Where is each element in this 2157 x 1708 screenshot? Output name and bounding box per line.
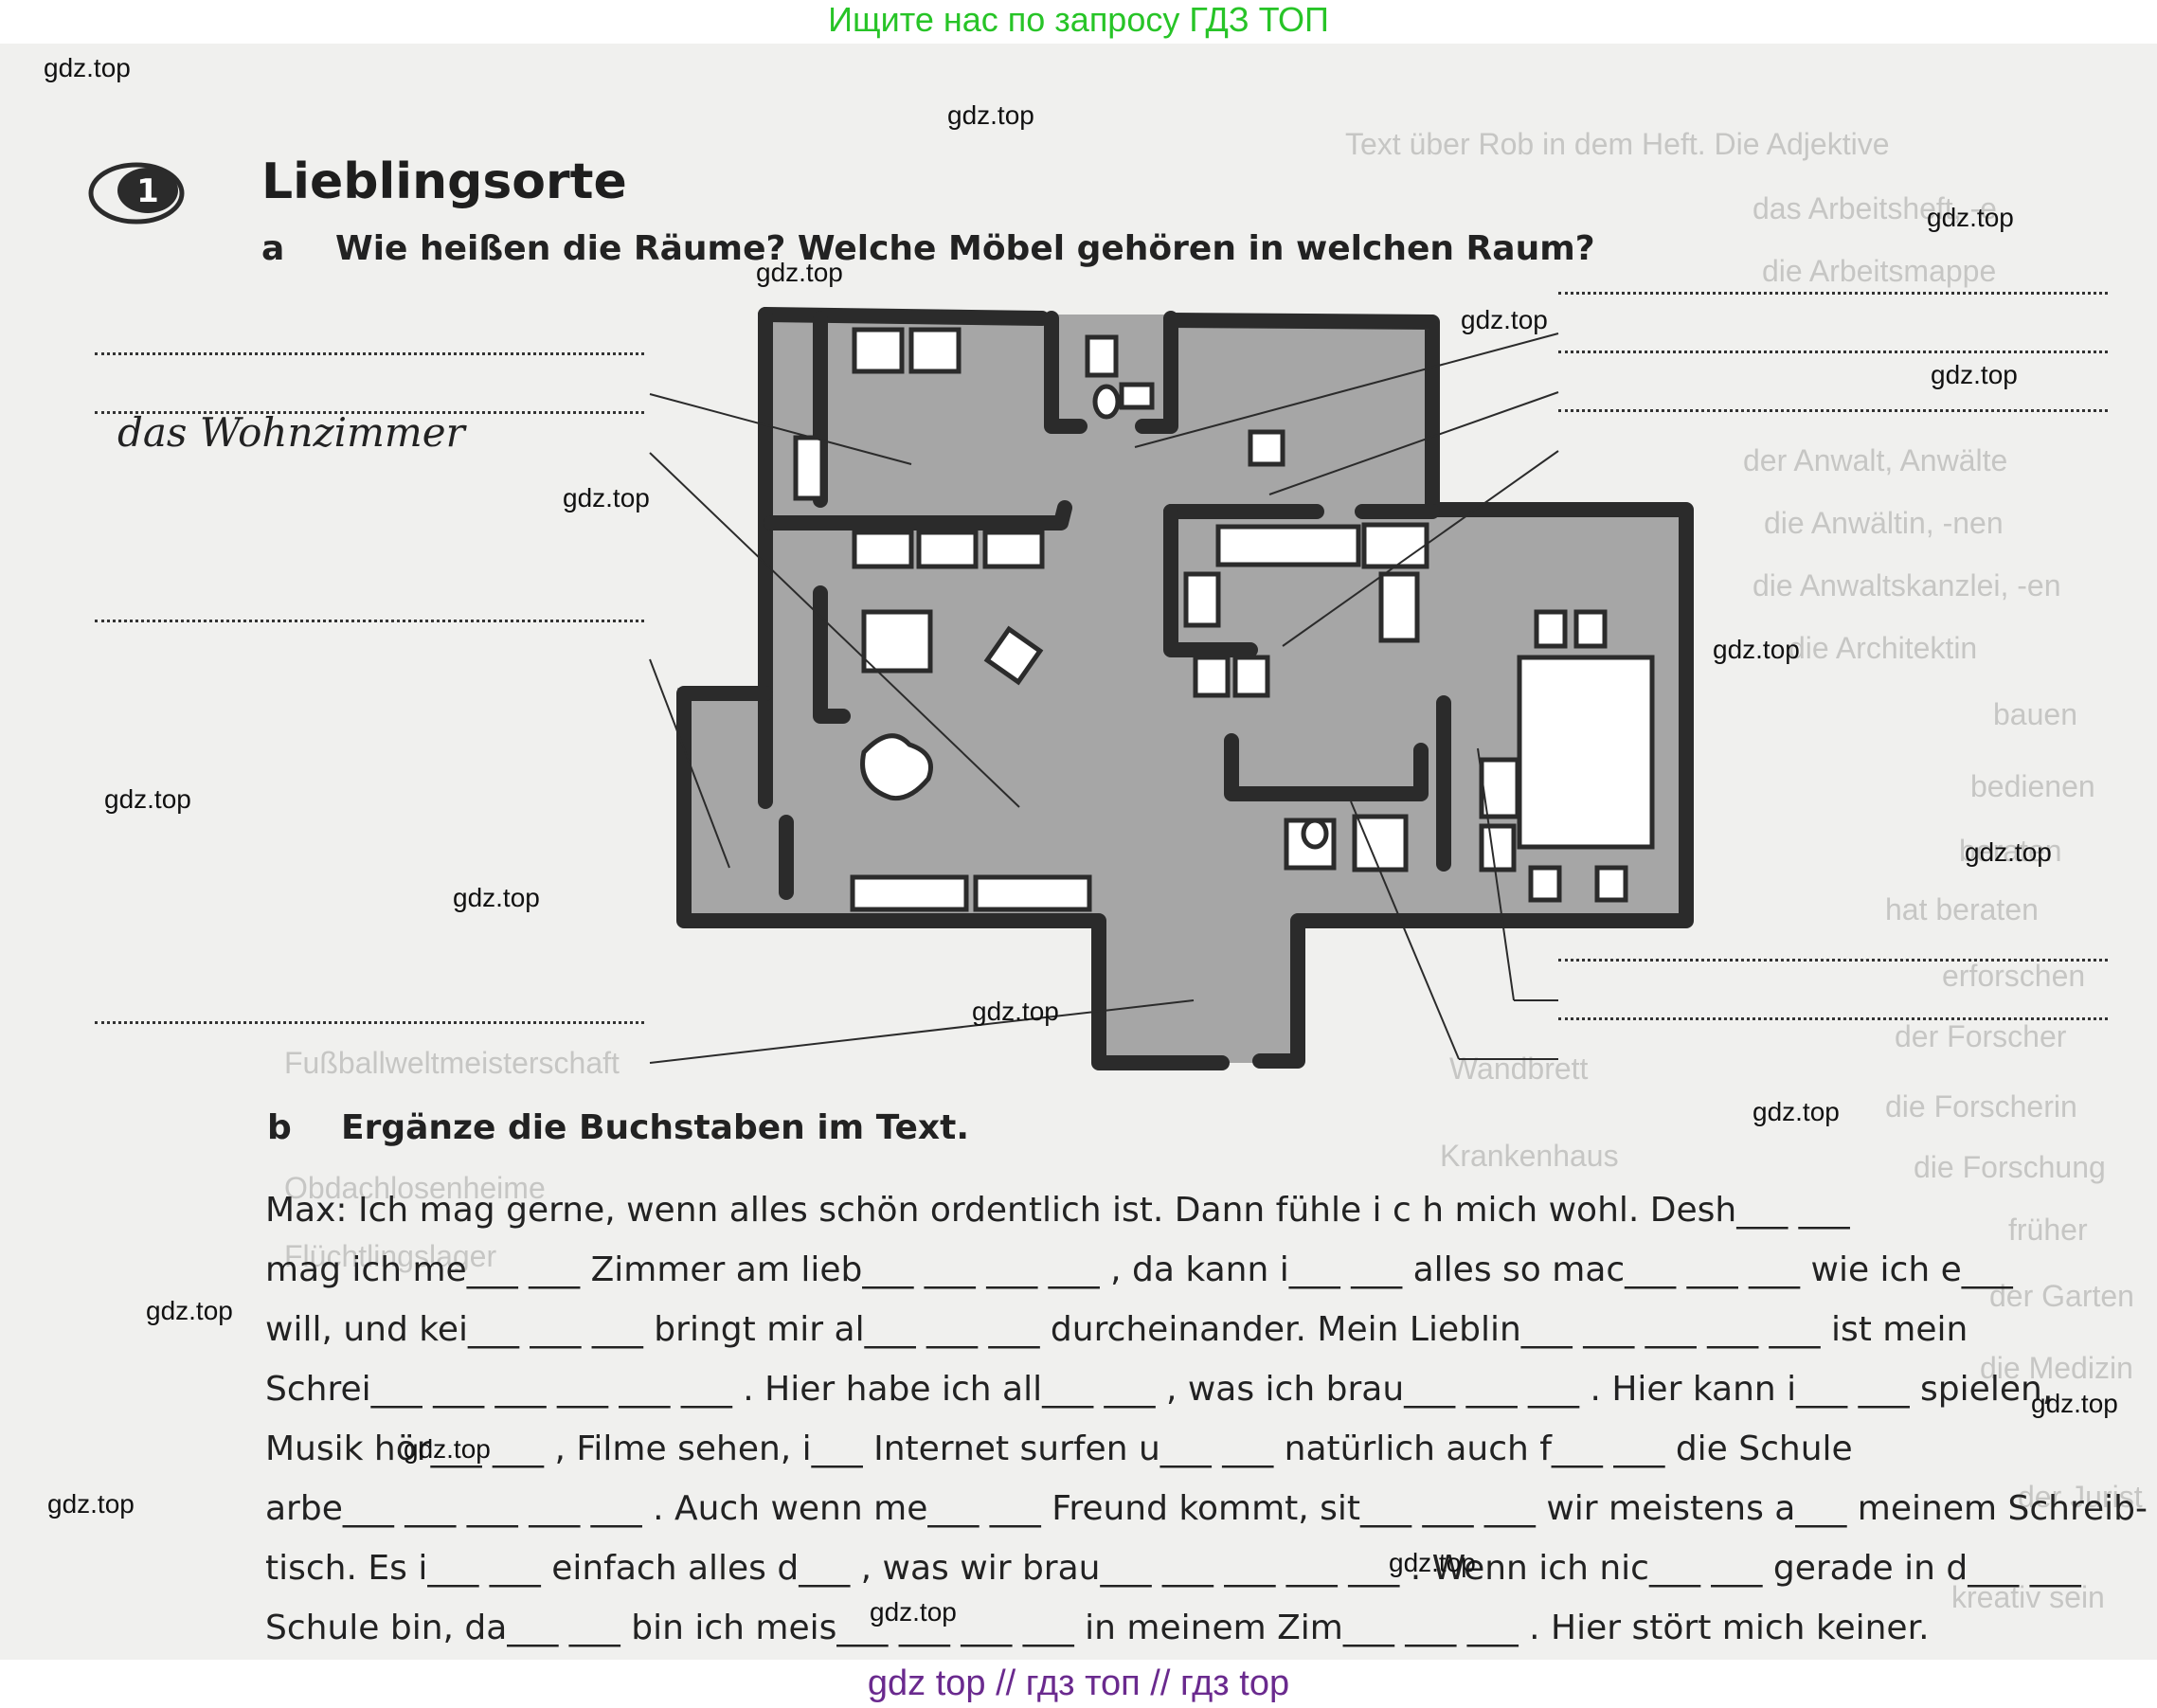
watermark: gdz.top [47, 1489, 135, 1519]
task-a-instruction: Wie heißen die Räume? Welche Möbel gehör… [335, 229, 1595, 268]
floor-plan [649, 307, 1694, 1070]
bleed-line: der Forscher [1895, 1019, 2067, 1053]
bleed-line: die Anwältin, -nen [1764, 506, 2004, 540]
bleed-line: die Arbeitsmappe [1762, 254, 1997, 288]
bottom-banner: gdz top // гдз топ // гдз top [867, 1663, 1290, 1703]
bleed-line: Flüchtlingslager [284, 1239, 497, 1273]
pointer-lines [649, 333, 1559, 1064]
text-line-7: tisch. Es i___ ___ einfach alles d___ , … [265, 1549, 2081, 1588]
bleed-line: beraten [1959, 834, 2062, 868]
bleed-line: Obdachlosenheime [284, 1171, 546, 1205]
watermark: gdz.top [1931, 360, 2018, 389]
bleed-line: der Jurist [2018, 1480, 2143, 1514]
watermark: gdz.top [1753, 1097, 1840, 1126]
bleed-line: erforschen [1942, 959, 2086, 993]
text-line-6: arbe___ ___ ___ ___ ___ . Auch wenn me__… [265, 1489, 2148, 1528]
watermark: gdz.top [1965, 837, 2052, 867]
text-line-5: Musik hör___ ___ , Filme sehen, i___ Int… [265, 1429, 1853, 1468]
text-line-2: mag ich me___ ___ Zimmer am lieb___ ___ … [265, 1250, 2013, 1289]
bleed-line: die Architektin [1789, 631, 1978, 665]
answer-line-left-1[interactable] [95, 352, 644, 355]
bleed-line: bedienen [1970, 769, 2095, 803]
bleed-line: bauen [1993, 697, 2077, 731]
task-b: b Ergänze die Buchstaben im Text. [267, 1108, 969, 1147]
task-b-letter: b [267, 1108, 292, 1147]
bleed-line: hat beraten [1885, 892, 2039, 926]
furniture [793, 327, 1655, 912]
handwritten-answer: das Wohnzimmer [117, 409, 465, 456]
watermark: gdz.top [1461, 305, 1548, 334]
task-b-instruction: Ergänze die Buchstaben im Text. [341, 1108, 969, 1147]
watermark: gdz.top [404, 1434, 491, 1464]
answer-line-left-2[interactable] [95, 411, 644, 414]
watermark: gdz.top [1713, 635, 1800, 664]
watermark: gdz.top [972, 997, 1059, 1026]
watermark: gdz.top [870, 1597, 957, 1627]
task-a-letter: a [261, 229, 285, 268]
watermark: gdz.top [146, 1296, 233, 1325]
bleed-line: kreativ sein [1951, 1580, 2105, 1614]
bleed-line: die Medizin [1980, 1351, 2133, 1385]
watermark: gdz.top [104, 784, 191, 814]
gap-fill-text: Max: Ich mag gerne, wenn alles schön ord… [265, 1180, 2148, 1658]
answer-line-left-4[interactable] [95, 1021, 644, 1024]
workbook-page: Text über Rob in dem Heft. Die Adjektive… [0, 44, 2157, 1660]
watermark: gdz.top [756, 258, 843, 287]
answer-line-right-2[interactable] [1558, 351, 2108, 353]
exercise-number-badge: 1 [88, 162, 185, 225]
task-a: a Wie heißen die Räume? Welche Möbel gehö… [261, 229, 1595, 268]
watermark: gdz.top [563, 483, 650, 512]
answer-line-right-1[interactable] [1558, 292, 2108, 295]
watermark: gdz.top [44, 53, 131, 82]
watermark: gdz.top [947, 100, 1034, 130]
bleed-line: die Anwaltskanzlei, -en [1753, 568, 2061, 602]
bleed-line: früher [2008, 1213, 2088, 1247]
answer-line-right-5[interactable] [1558, 1017, 2108, 1020]
bleed-line: die Forschung [1914, 1150, 2106, 1184]
bleed-line: das Arbeitsheft, -e [1753, 191, 1997, 225]
text-line-3: will, und kei___ ___ ___ bringt mir al__… [265, 1310, 1968, 1349]
bleed-line: Wandbrett [1449, 1052, 1589, 1086]
watermark: gdz.top [1927, 203, 2014, 232]
bleed-line: der Anwalt, Anwälte [1743, 443, 2008, 477]
bleed-line: Fußballweltmeisterschaft [284, 1046, 620, 1080]
text-line-4: Schrei___ ___ ___ ___ ___ ___ . Hier hab… [265, 1370, 2054, 1409]
bleed-line: die Forscherin [1885, 1089, 2077, 1124]
exercise-title: Lieblingsorte [261, 153, 627, 210]
answer-line-right-3[interactable] [1558, 409, 2108, 412]
watermark: gdz.top [2031, 1389, 2118, 1418]
bleed-line: der Garten [1989, 1279, 2134, 1313]
watermark: gdz.top [1389, 1548, 1476, 1577]
bleed-line: Krankenhaus [1440, 1139, 1619, 1173]
answer-line-left-3[interactable] [95, 620, 644, 622]
watermark: gdz.top [453, 883, 540, 912]
text-line-1: Max: Ich mag gerne, wenn alles schön ord… [265, 1191, 1850, 1230]
text-line-8: Schule bin, da___ ___ bin ich meis___ __… [265, 1609, 1930, 1647]
exercise-number: 1 [136, 172, 159, 210]
top-banner: Ищите нас по запросу ГДЗ ТОП [828, 0, 1329, 39]
answer-line-right-4[interactable] [1558, 959, 2108, 962]
